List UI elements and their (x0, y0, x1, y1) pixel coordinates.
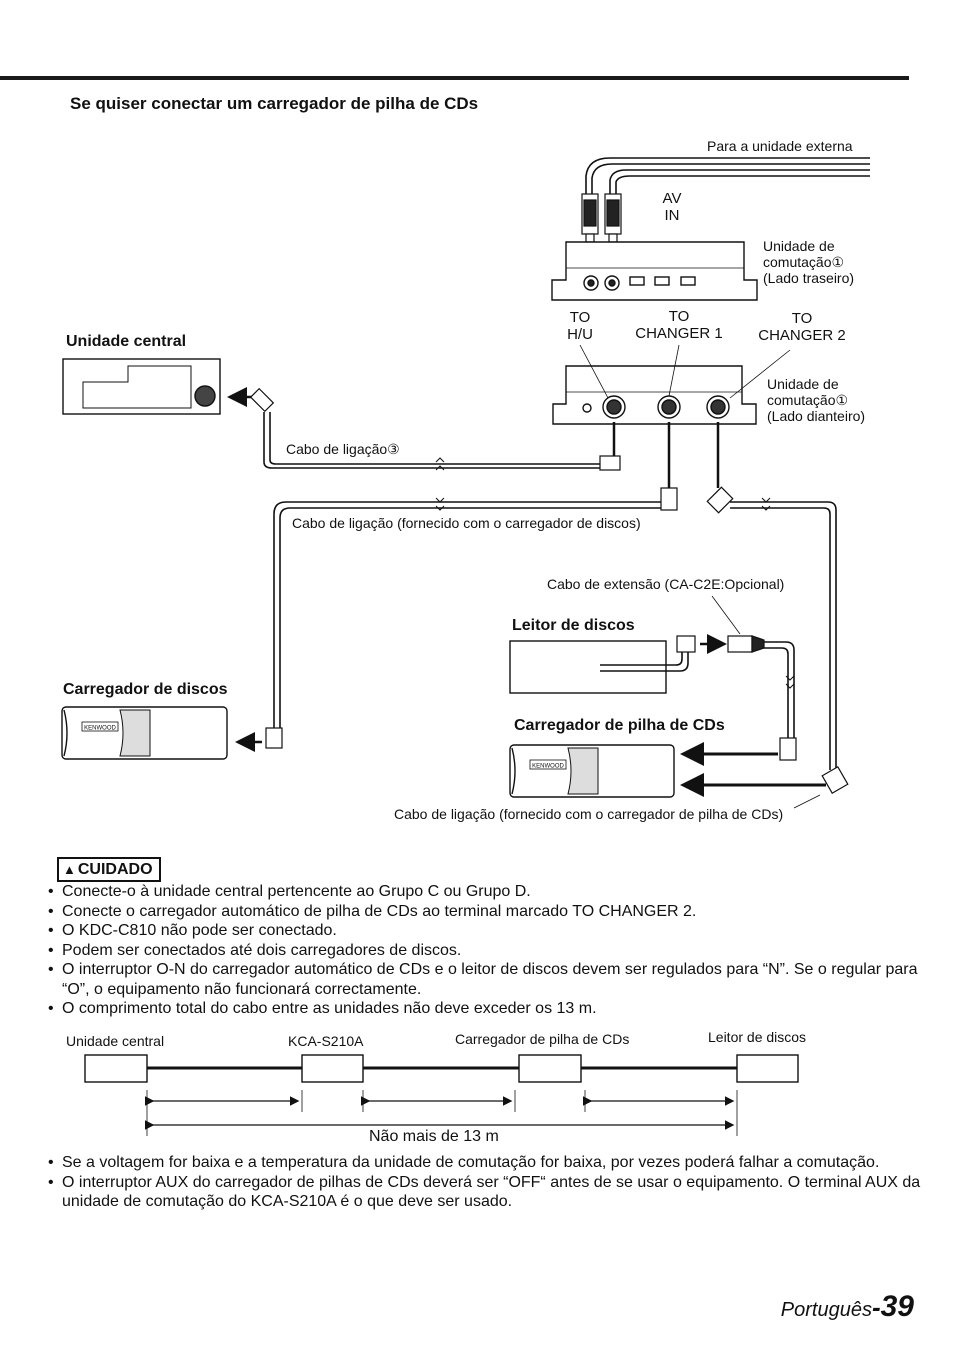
caution-badge: ▲CUIDADO (57, 857, 161, 882)
list-item: Se a voltagem for baixa e a temperatura … (48, 1153, 928, 1173)
switching-unit-rear (551, 241, 758, 301)
list-item: Podem ser conectados até dois carregador… (48, 941, 928, 961)
rca-plug-right (604, 193, 622, 243)
central-unit-device (62, 358, 221, 415)
rca-plug-left (581, 193, 599, 243)
cable-disc-changer-label: Cabo de ligação (fornecido com o carrega… (292, 515, 641, 531)
brand-logo: KENWOOD (532, 764, 564, 770)
caution-list: Conecte-o à unidade central pertencente … (48, 882, 928, 1019)
cable-disc-changer (273, 422, 671, 730)
list-item: O KDC-C810 não pode ser conectado. (48, 921, 928, 941)
cable-cd-stack (716, 422, 837, 770)
warning-icon: ▲ (63, 862, 76, 877)
page-number: Português-39 (780, 1290, 914, 1323)
list-item: Conecte o carregador automático de pilha… (48, 902, 928, 922)
extension-plug (727, 635, 765, 653)
length-unit-disc-player: Leitor de discos (708, 1029, 807, 1045)
brand-logo: KENWOOD (84, 726, 116, 732)
central-unit-label: Unidade central (66, 333, 187, 350)
rca-cables (585, 157, 870, 196)
port-pointer-lines (579, 344, 791, 399)
list-item: O interruptor O-N do carregador automáti… (48, 960, 928, 999)
cable-3 (263, 412, 616, 469)
notes-list: Se a voltagem for baixa e a temperatura … (48, 1153, 928, 1212)
cd-stack-changer-device (509, 744, 675, 798)
cable3-label: Cabo de ligação③ (286, 441, 400, 457)
cd-stack-changer-label: Carregador de pilha de CDs (514, 717, 725, 734)
list-item: O comprimento total do cabo entre as uni… (48, 999, 928, 1019)
length-diagram (84, 1054, 799, 1136)
disc-changer-label: Carregador de discos (63, 681, 228, 698)
disc-changer-device (61, 706, 228, 760)
external-unit-label: Para a unidade externa (707, 138, 853, 154)
section-heading: Se quiser conectar um carregador de pilh… (70, 94, 479, 113)
list-item: Conecte-o à unidade central pertencente … (48, 882, 928, 902)
list-item: O interruptor AUX do carregador de pilha… (48, 1173, 928, 1212)
switching-unit-front (552, 365, 757, 425)
max-length-label: Não mais de 13 m (369, 1128, 499, 1145)
cable-cd-stack-label: Cabo de ligação (fornecido com o carrega… (394, 806, 784, 822)
length-unit-central: Unidade central (66, 1033, 165, 1049)
length-unit-kca: KCA-S210A (288, 1033, 364, 1049)
disc-player-device (509, 640, 667, 694)
top-rule (0, 76, 909, 80)
disc-player-label: Leitor de discos (512, 617, 635, 634)
length-unit-cd-stack: Carregador de pilha de CDs (455, 1031, 630, 1047)
extension-cable-label: Cabo de extensão (CA-C2E:Opcional) (547, 576, 785, 592)
